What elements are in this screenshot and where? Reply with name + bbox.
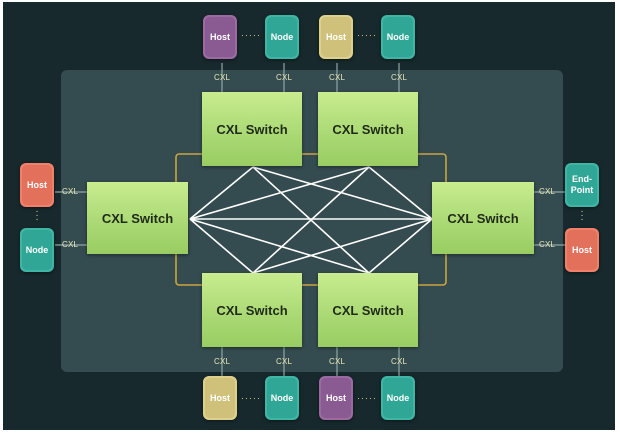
node-card[interactable]: Node bbox=[265, 15, 299, 59]
cxl-link-label: CXL bbox=[62, 240, 79, 249]
link-dots-vertical: ··· bbox=[35, 206, 39, 225]
host-card-label: Host bbox=[22, 165, 52, 205]
mesh-line bbox=[189, 218, 370, 274]
mesh-line bbox=[252, 166, 433, 220]
node-card[interactable]: Node bbox=[265, 376, 299, 420]
host-card-label: Host bbox=[205, 17, 235, 57]
node-card[interactable]: Node bbox=[381, 376, 415, 420]
cxl-link-label: CXL bbox=[539, 187, 556, 196]
mesh-line bbox=[252, 218, 433, 274]
node-card-label: Node bbox=[267, 378, 297, 418]
cxl-link-label: CXL bbox=[62, 187, 79, 196]
diagram-canvas: CXL Switch CXL Switch CXL Switch CXL Swi… bbox=[3, 2, 615, 430]
node-card-label: Node bbox=[267, 17, 297, 57]
link-dots: ····· bbox=[241, 393, 261, 403]
node-card-label: Node bbox=[383, 17, 413, 57]
cxl-switch-bottom-right[interactable]: CXL Switch bbox=[318, 273, 418, 347]
mesh-line bbox=[368, 218, 433, 274]
host-card[interactable]: Host bbox=[319, 15, 353, 59]
cxl-switch-top-left[interactable]: CXL Switch bbox=[202, 92, 302, 166]
cxl-switch-left[interactable]: CXL Switch bbox=[87, 182, 188, 254]
mesh-line bbox=[252, 166, 370, 274]
node-card-label: Node bbox=[22, 230, 52, 270]
node-card[interactable]: Node bbox=[381, 15, 415, 59]
mesh-line bbox=[189, 166, 254, 220]
cxl-link-label: CXL bbox=[391, 73, 408, 82]
cxl-link-label: CXL bbox=[329, 73, 346, 82]
endpoint-card[interactable]: End-Point bbox=[565, 163, 599, 207]
cxl-link-label: CXL bbox=[276, 357, 293, 366]
host-card[interactable]: Host bbox=[203, 376, 237, 420]
switch-mesh-lines bbox=[189, 166, 433, 274]
mesh-line bbox=[189, 166, 370, 220]
node-card-label: Node bbox=[383, 378, 413, 418]
link-dots: ····· bbox=[241, 30, 261, 40]
node-card[interactable]: Node bbox=[20, 228, 54, 272]
endpoint-card-label: End-Point bbox=[567, 165, 597, 205]
device-connectors bbox=[55, 63, 565, 376]
host-card-label: Host bbox=[321, 17, 351, 57]
mesh-line bbox=[368, 166, 433, 220]
host-card[interactable]: Host bbox=[203, 15, 237, 59]
link-dots: ····· bbox=[357, 393, 377, 403]
link-dots-vertical: ··· bbox=[580, 206, 584, 225]
cxl-link-label: CXL bbox=[214, 357, 231, 366]
cxl-link-label: CXL bbox=[539, 240, 556, 249]
cxl-link-label: CXL bbox=[214, 73, 231, 82]
cxl-switch-right[interactable]: CXL Switch bbox=[432, 182, 534, 254]
cxl-link-label: CXL bbox=[391, 357, 408, 366]
link-dots: ····· bbox=[357, 30, 377, 40]
host-card[interactable]: Host bbox=[565, 228, 599, 272]
host-card-label: Host bbox=[205, 378, 235, 418]
cxl-link-label: CXL bbox=[276, 73, 293, 82]
host-card[interactable]: Host bbox=[20, 163, 54, 207]
cxl-link-label: CXL bbox=[329, 357, 346, 366]
host-card-label: Host bbox=[321, 378, 351, 418]
cxl-switch-bottom-left[interactable]: CXL Switch bbox=[202, 273, 302, 347]
host-card[interactable]: Host bbox=[319, 376, 353, 420]
host-card-label: Host bbox=[567, 230, 597, 270]
links-layer bbox=[55, 63, 565, 376]
cxl-switch-top-right[interactable]: CXL Switch bbox=[318, 92, 418, 166]
mesh-line bbox=[189, 218, 254, 274]
